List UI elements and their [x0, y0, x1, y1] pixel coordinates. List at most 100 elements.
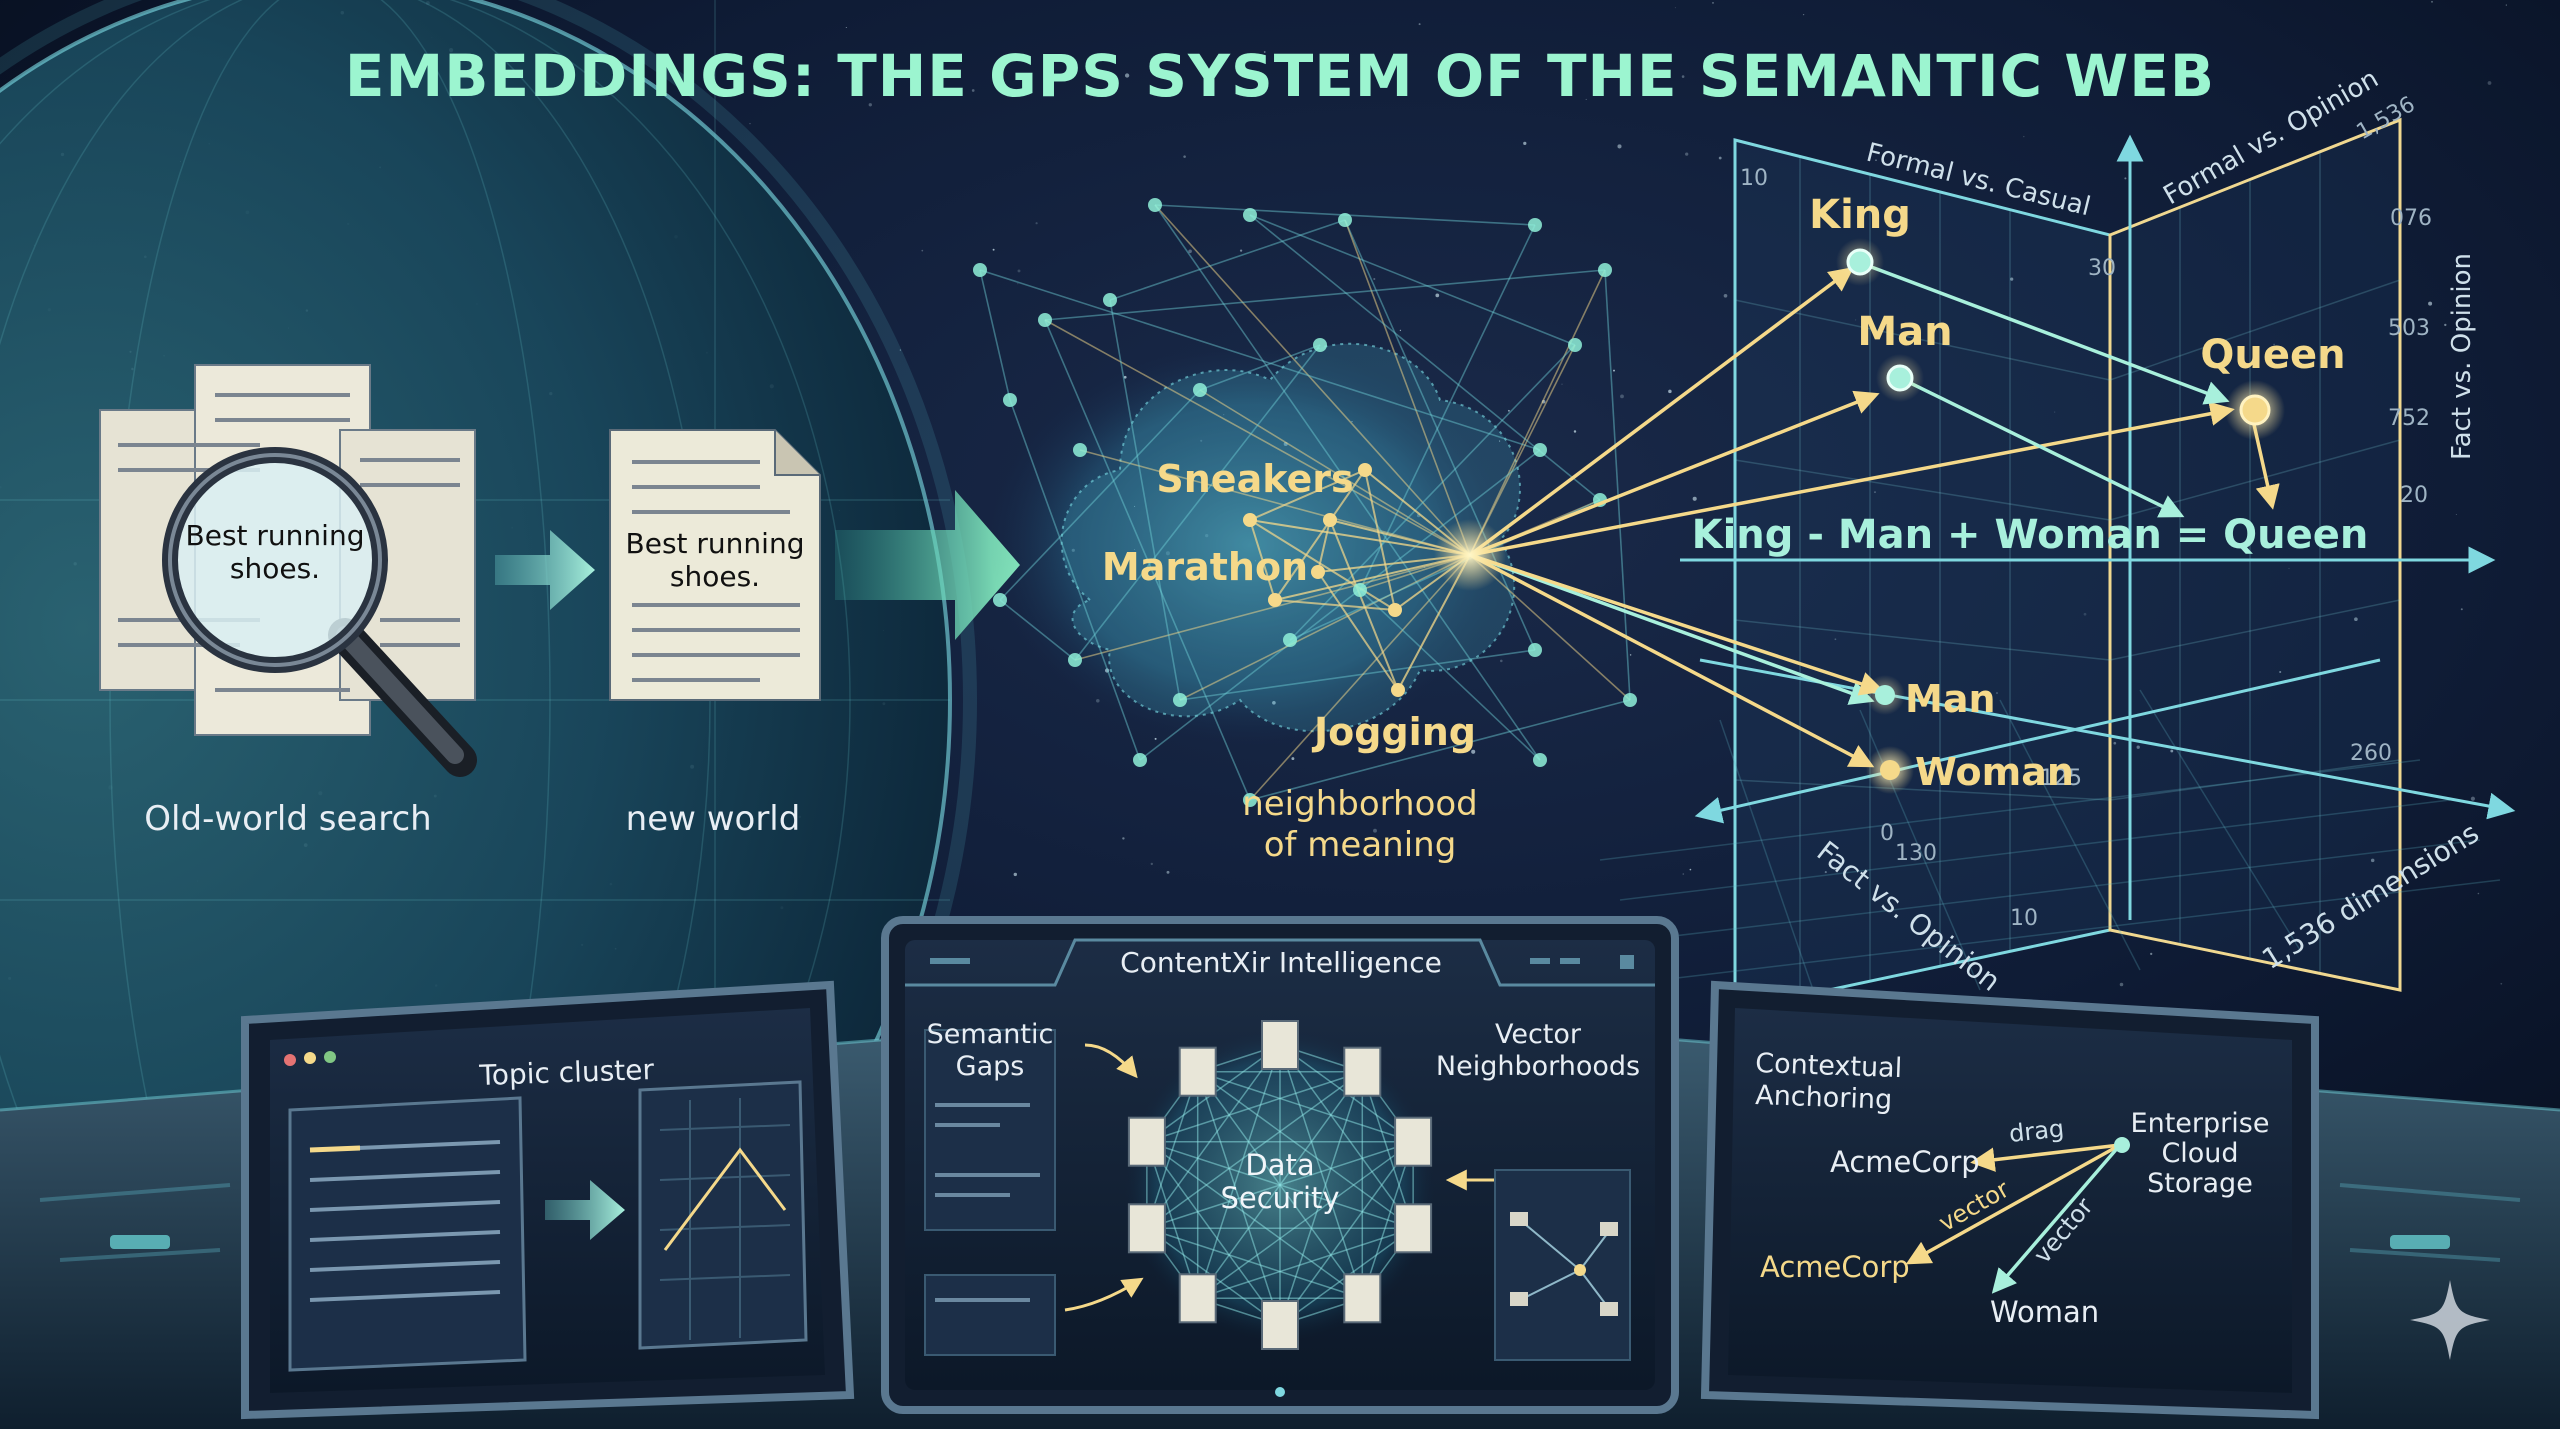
network-node — [1148, 198, 1162, 212]
old-world-label: Old-world search — [144, 799, 431, 839]
star — [1802, 13, 1805, 16]
network-node — [1388, 603, 1402, 617]
mesh-edge — [1197, 1227, 1414, 1299]
network-node — [1243, 208, 1257, 222]
contextual-anchoring-2: Anchoring — [1755, 1080, 1893, 1116]
new-world-label: new world — [626, 799, 801, 839]
network-node — [1598, 263, 1612, 277]
old-query-line-2: shoes. — [230, 552, 320, 585]
network-edge — [1249, 519, 1276, 601]
star — [921, 249, 924, 252]
network-edge — [1249, 554, 1471, 801]
star — [1620, 394, 1624, 399]
network-node — [1173, 693, 1187, 707]
document-icon — [1127, 1020, 1433, 1350]
star — [1834, 638, 1837, 641]
network-graph — [973, 198, 1637, 807]
mesh-edge — [1279, 1044, 1414, 1229]
star — [1166, 870, 1170, 874]
star — [2054, 411, 2056, 413]
man-bottom-label: Man — [1905, 677, 1996, 721]
star — [1685, 152, 1689, 156]
star — [1507, 409, 1510, 412]
marathon-label: Marathon — [1102, 545, 1308, 589]
network-edge — [1179, 649, 1536, 701]
star — [1373, 277, 1376, 281]
star — [1523, 141, 1527, 146]
document-icon — [1261, 1300, 1299, 1350]
document-icon — [1343, 1046, 1382, 1097]
vector-neighborhoods-2: Neighborhoods — [1436, 1051, 1640, 1082]
network-node — [1311, 565, 1325, 579]
network-node — [1133, 753, 1147, 767]
star — [1674, 7, 1676, 9]
enterprise-3: Storage — [2147, 1168, 2253, 1199]
semantic-gaps-1: Semantic — [927, 1019, 1054, 1050]
star — [2500, 982, 2503, 985]
data-security-2: Security — [1220, 1181, 1339, 1215]
network-edge — [1109, 299, 1181, 701]
document-icon — [1178, 1046, 1217, 1097]
enterprise-1: Enterprise — [2131, 1108, 2270, 1139]
star — [1500, 659, 1503, 663]
star — [1824, 871, 1827, 874]
tick-label: 20 — [2400, 483, 2428, 508]
network-edge — [999, 389, 1201, 601]
network-edge — [1044, 269, 1606, 321]
star — [1596, 85, 1599, 88]
document-icon — [1127, 1116, 1166, 1167]
star — [1723, 293, 1728, 298]
network-node — [1073, 443, 1087, 457]
star — [2124, 177, 2127, 180]
network-edge — [1074, 344, 1321, 661]
network-edge — [1009, 399, 1141, 761]
equation-label: King - Man + Woman = Queen — [1692, 512, 2369, 558]
center-monitor — [881, 916, 1679, 1414]
star — [1183, 155, 1186, 158]
star — [1585, 98, 1587, 100]
network-node — [1103, 293, 1117, 307]
document-icon — [1261, 1020, 1299, 1070]
star — [1874, 491, 1876, 493]
document-icon — [1394, 1116, 1433, 1167]
mesh-edge — [1146, 1044, 1281, 1229]
neighborhood-label-2: of meaning — [1264, 825, 1457, 865]
core-node — [1434, 519, 1506, 591]
topic-cluster-title: Topic cluster — [478, 1053, 655, 1092]
star — [1150, 862, 1153, 866]
star — [2505, 4, 2507, 6]
network-edge — [1154, 204, 1541, 761]
network-node — [1003, 393, 1017, 407]
star — [1996, 692, 1998, 694]
star — [2470, 796, 2475, 801]
network-node — [1353, 583, 1367, 597]
star — [2136, 745, 2140, 749]
star — [1013, 872, 1018, 877]
star — [2273, 343, 2275, 346]
neighborhood-label-1: neighborhood — [1242, 784, 1478, 824]
page-title: EMBEDDINGS: THE GPS SYSTEM OF THE SEMANT… — [345, 42, 2215, 110]
network-node — [1243, 513, 1257, 527]
star — [2288, 567, 2290, 569]
network-node — [993, 593, 1007, 607]
network-node — [1193, 383, 1207, 397]
network-edge — [1249, 519, 1396, 611]
center-monitor-title: ContentXir Intelligence — [1120, 946, 1442, 979]
network-edge — [1179, 554, 1471, 701]
network-edge — [1199, 389, 1471, 556]
star — [1035, 222, 1038, 225]
network-edge — [1044, 319, 1471, 556]
drag-label: drag — [2008, 1114, 2066, 1148]
network-node — [1313, 338, 1327, 352]
network-node — [1533, 443, 1547, 457]
network-node — [1623, 693, 1637, 707]
star — [2487, 81, 2492, 85]
star — [2370, 858, 2375, 863]
star — [1629, 654, 1632, 656]
network-edge — [1249, 519, 1471, 556]
sparkle-icon — [2410, 1280, 2490, 1360]
star — [1017, 283, 1019, 285]
tick-label: 30 — [2088, 256, 2116, 281]
network-edge — [1079, 449, 1471, 556]
star — [1855, 319, 1857, 321]
